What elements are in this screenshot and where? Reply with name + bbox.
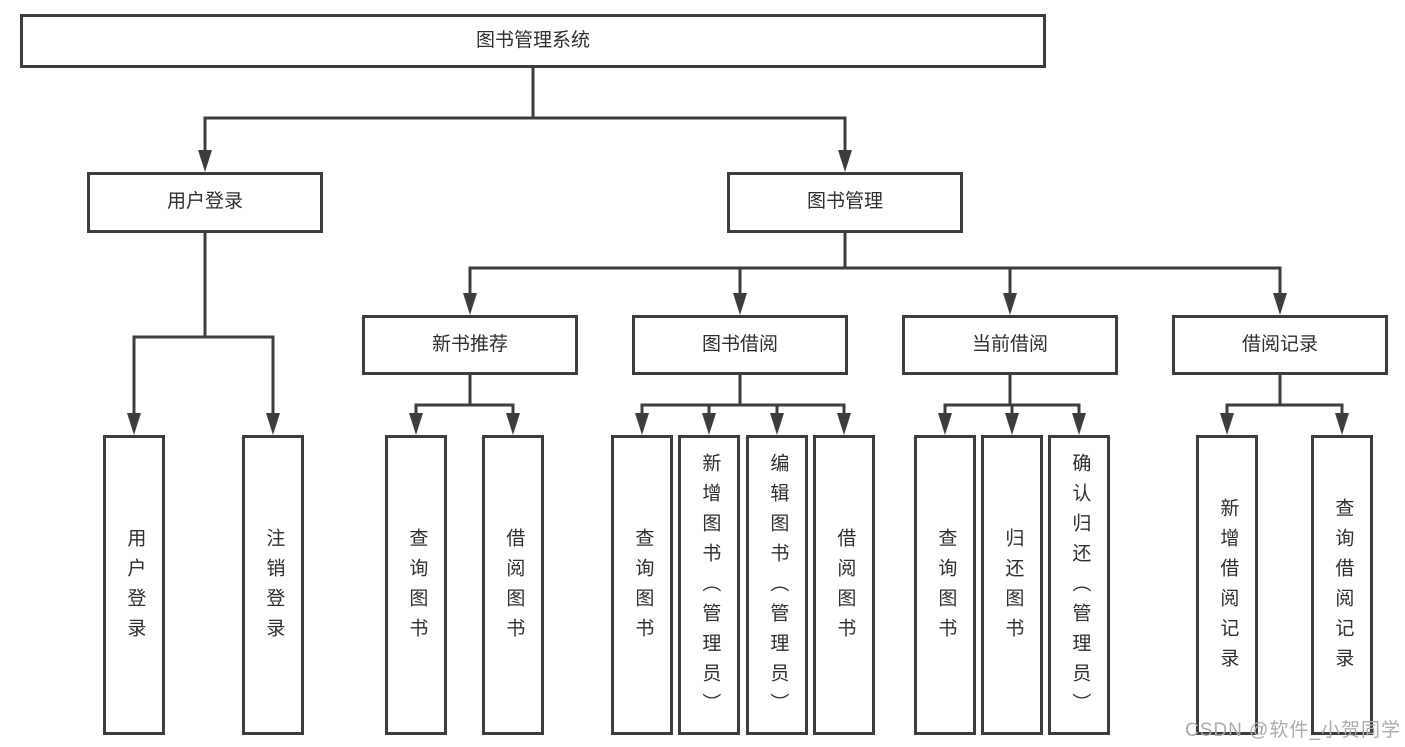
leaf-query-books-current: 查询图书 <box>914 435 976 735</box>
leaf-add-books-admin: 新增图书（管理员） <box>678 435 740 735</box>
connector-recommend-to-children <box>414 373 515 416</box>
node-new-book-recommend: 新书推荐 <box>362 315 578 375</box>
node-borrowing-records: 借阅记录 <box>1172 315 1388 375</box>
node-system-root: 图书管理系统 <box>20 14 1046 68</box>
leaf-query-borrow-record: 查询借阅记录 <box>1311 435 1373 735</box>
leaf-logout: 注销登录 <box>242 435 304 735</box>
node-user-login: 用户登录 <box>87 172 323 233</box>
arrowheads <box>127 150 1349 435</box>
node-current-borrowing: 当前借阅 <box>902 315 1118 375</box>
leaf-edit-books-admin: 编辑图书（管理员） <box>746 435 808 735</box>
node-book-management: 图书管理 <box>727 172 963 233</box>
leaf-query-books-borrowing: 查询图书 <box>611 435 673 735</box>
csdn-watermark: CSDN @软件_小贺同学 <box>1185 720 1401 741</box>
leaf-return-books: 归还图书 <box>981 435 1043 735</box>
leaf-borrow-books-borrowing: 借阅图书 <box>813 435 875 735</box>
connector-current-to-children <box>943 373 1081 416</box>
leaf-query-books-recommend: 查询图书 <box>385 435 447 735</box>
leaf-borrow-books-recommend: 借阅图书 <box>482 435 544 735</box>
connector-root-to-level2 <box>203 66 847 154</box>
connector-borrowing-to-children <box>640 373 846 416</box>
leaf-add-borrow-record: 新增借阅记录 <box>1196 435 1258 735</box>
connector-userlogin-to-children <box>132 231 275 417</box>
connector-bookmgmt-to-level3 <box>468 231 1282 297</box>
connector-records-to-children <box>1225 373 1344 416</box>
node-book-borrowing: 图书借阅 <box>632 315 848 375</box>
leaf-confirm-return-admin: 确认归还（管理员） <box>1048 435 1110 735</box>
leaf-user-login: 用户登录 <box>103 435 165 735</box>
